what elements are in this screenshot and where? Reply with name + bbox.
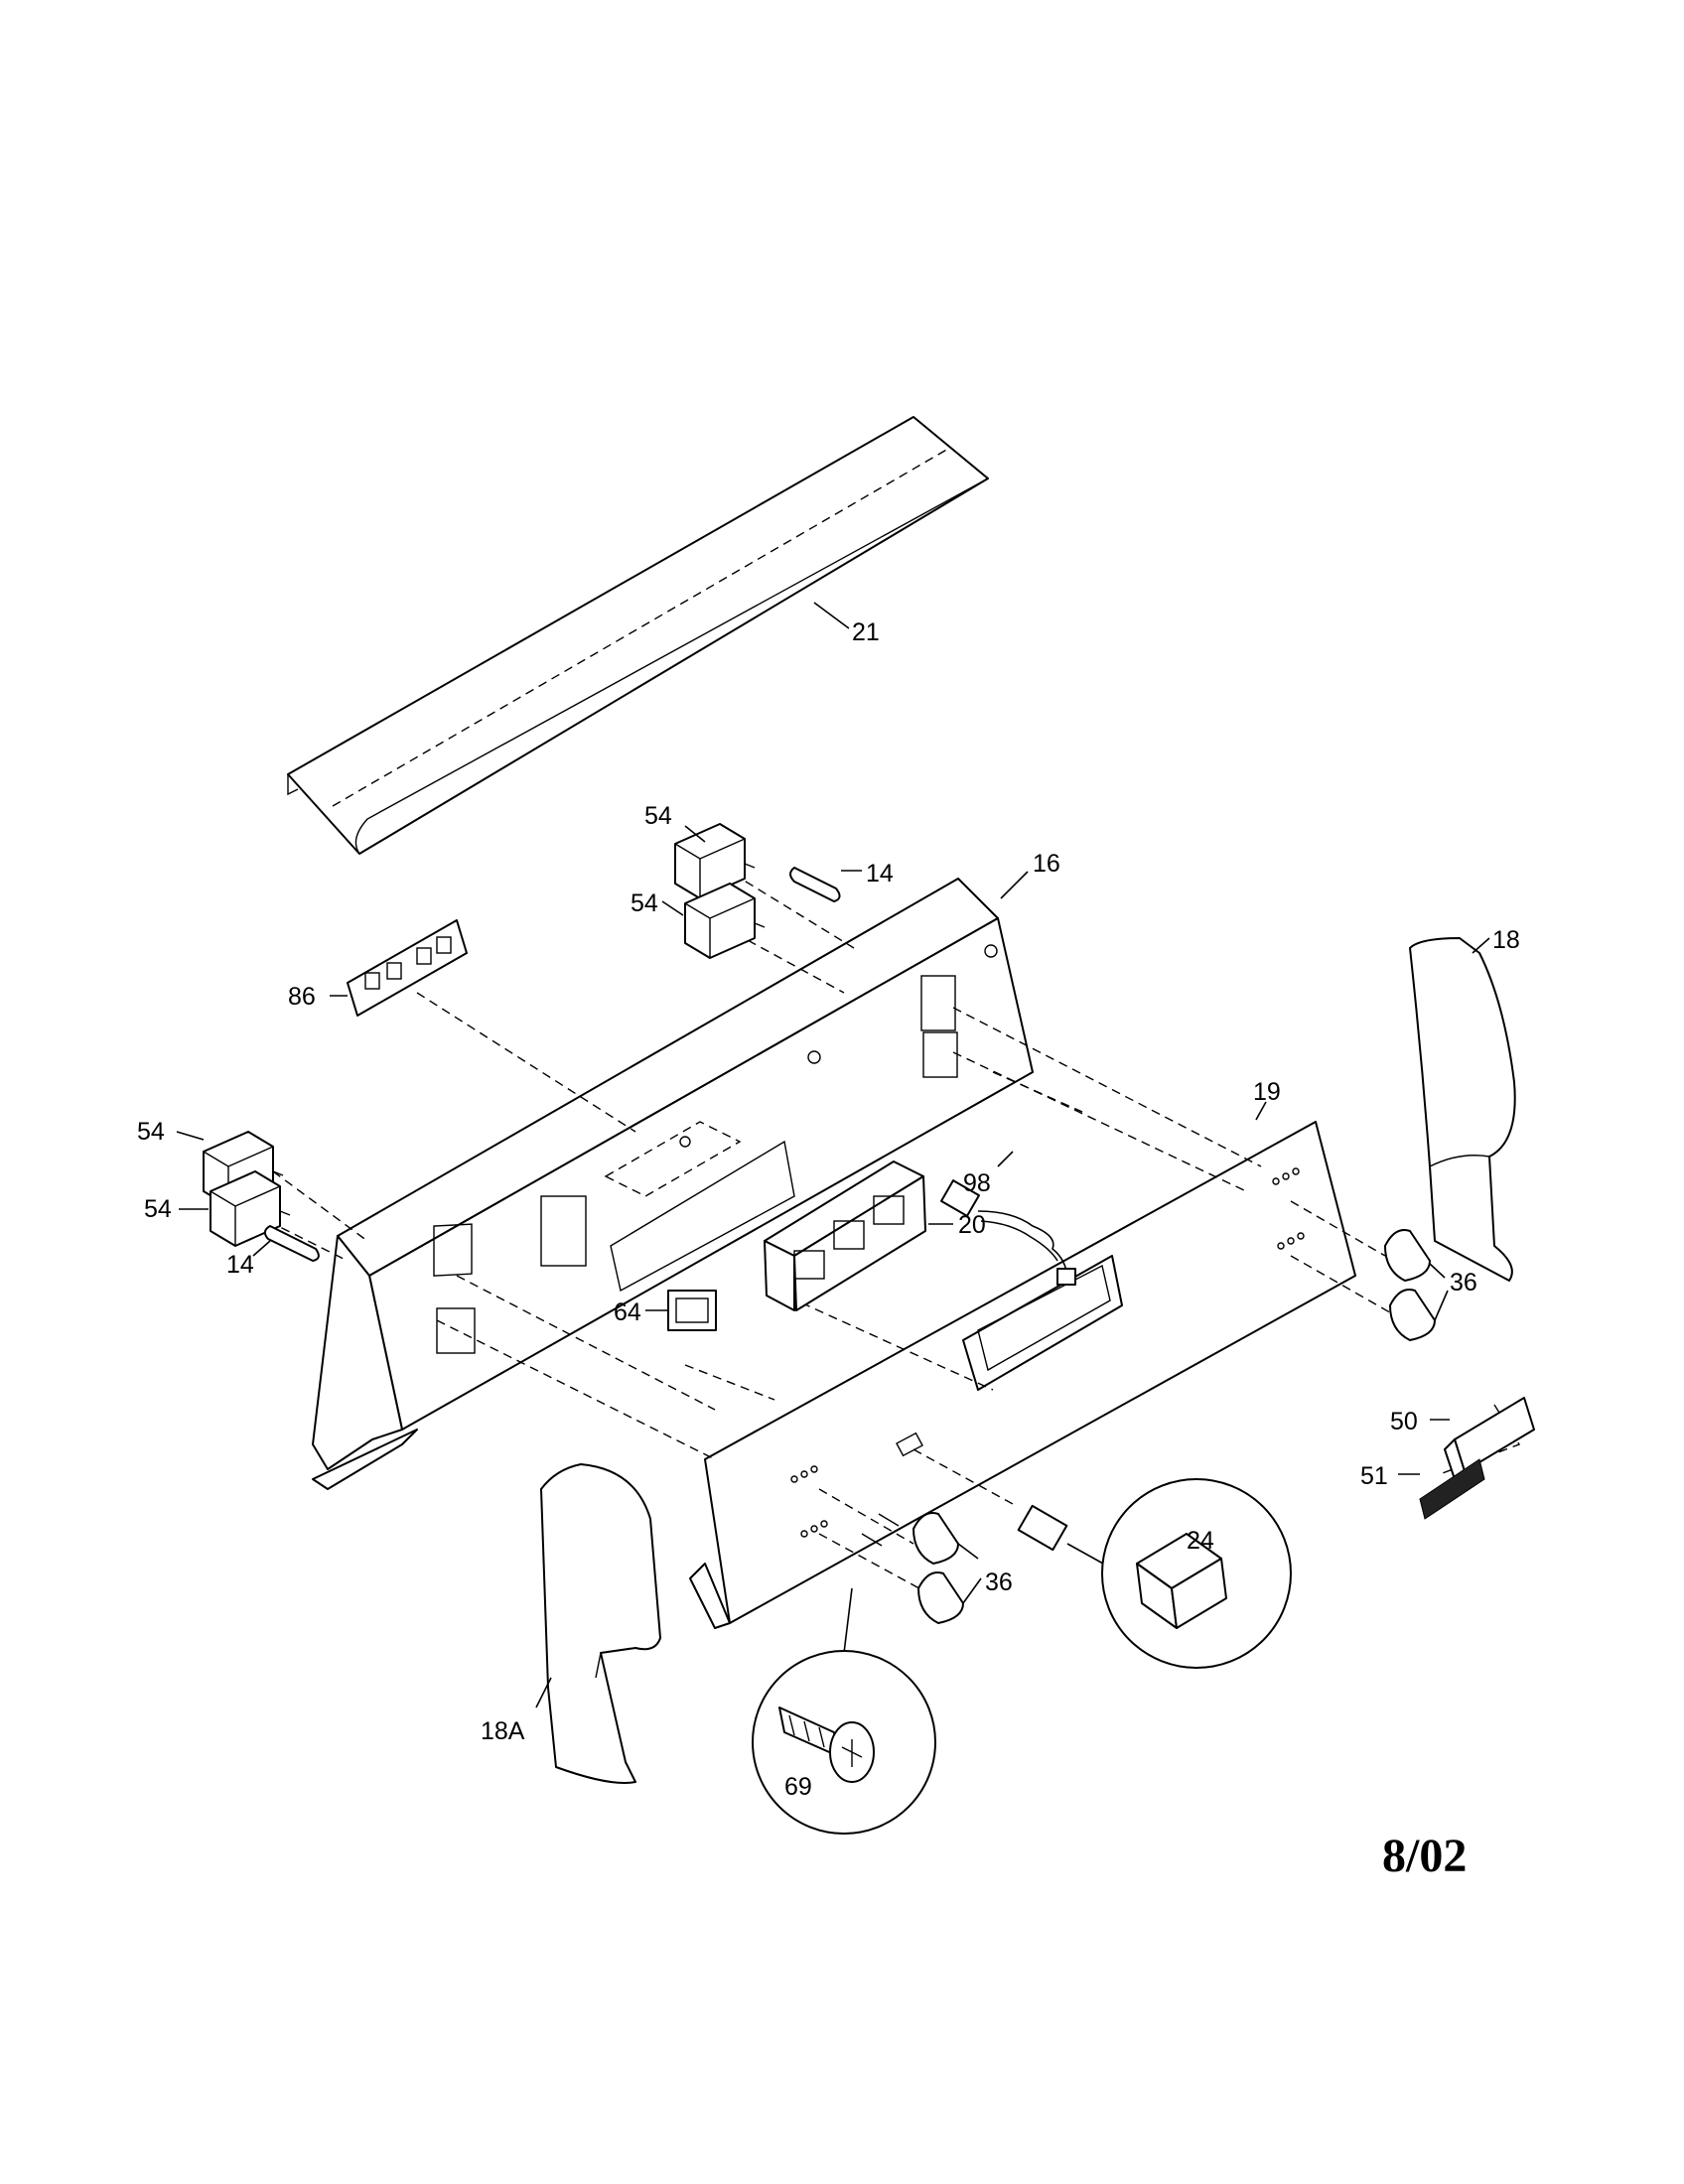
callout-21: 21 <box>852 618 880 646</box>
part-36-knob-left-2 <box>917 1571 964 1624</box>
callout-54: 54 <box>631 889 658 917</box>
part-54-switch-lower-2 <box>210 1170 291 1247</box>
part-18a-left-end-cap <box>540 1463 661 1784</box>
part-14-shaft-lower <box>264 1225 320 1262</box>
callout-labels: 21 54 14 16 54 18 86 19 54 98 54 20 14 3… <box>137 618 1520 1801</box>
part-20-oven-control <box>764 1160 926 1311</box>
part-36-knob-left-1 <box>912 1512 959 1565</box>
callout-86: 86 <box>288 983 316 1011</box>
callout-54: 54 <box>137 1118 165 1146</box>
callout-14: 14 <box>866 860 894 887</box>
callout-69: 69 <box>784 1773 812 1801</box>
callout-18a: 18A <box>481 1717 525 1745</box>
part-36-knob-right-2 <box>1389 1289 1436 1341</box>
callout-54: 54 <box>144 1195 172 1223</box>
part-14-shaft-upper <box>789 867 841 902</box>
part-64-bezel <box>667 1290 717 1331</box>
part-54-switch-upper-2 <box>684 883 766 959</box>
part-54-switch-upper-1 <box>674 823 756 899</box>
callout-98: 98 <box>963 1169 991 1197</box>
part-86-relay-board <box>347 919 468 1017</box>
callout-18: 18 <box>1492 926 1520 954</box>
part-18-right-end-cap <box>1409 937 1516 1282</box>
callout-24: 24 <box>1187 1527 1214 1555</box>
callout-36: 36 <box>985 1569 1013 1596</box>
part-69-screw <box>752 1513 936 1835</box>
part-19-front-panel <box>689 1121 1356 1629</box>
callout-51: 51 <box>1360 1462 1388 1490</box>
callout-54: 54 <box>644 802 672 830</box>
callout-19: 19 <box>1253 1078 1281 1106</box>
callout-36: 36 <box>1450 1269 1477 1297</box>
part-98-wire-harness <box>940 1179 1076 1286</box>
part-16-backing-panel <box>312 878 1034 1490</box>
alignment-lines <box>267 873 1521 1594</box>
revision-date: 8/02 <box>1382 1830 1467 1882</box>
part-51-spring-clip <box>1419 1458 1485 1520</box>
callout-50: 50 <box>1390 1408 1418 1435</box>
part-36-knob-right-1 <box>1384 1229 1431 1282</box>
part-50-bracket <box>1444 1397 1535 1480</box>
leader-lines <box>176 602 1490 1708</box>
part-21-top-trim <box>287 416 989 855</box>
part-24-rocker-switch <box>1017 1478 1292 1669</box>
callout-64: 64 <box>614 1298 641 1326</box>
callout-16: 16 <box>1033 850 1060 878</box>
callout-14: 14 <box>226 1251 254 1279</box>
callout-20: 20 <box>958 1211 986 1239</box>
